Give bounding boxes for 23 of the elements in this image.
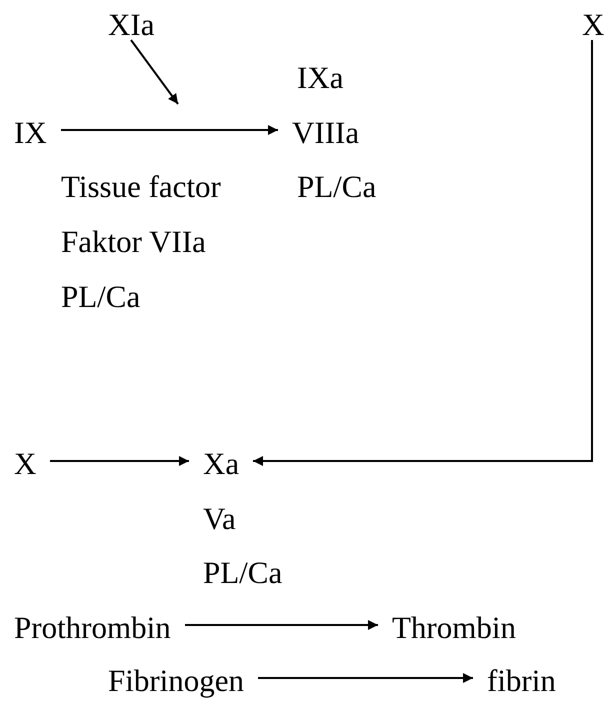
cofactor-label: Faktor VIIa xyxy=(61,226,206,257)
cofactor-label: Tissue factor xyxy=(61,171,221,202)
arrow xyxy=(50,456,189,466)
factor-label: VIIIa xyxy=(292,117,360,148)
arrow xyxy=(61,125,278,136)
cofactor-label: Va xyxy=(203,503,236,534)
arrow xyxy=(185,620,378,630)
cofactor-label: PL/Ca xyxy=(297,171,376,202)
cofactor-label: PL/Ca xyxy=(203,557,282,588)
factor-label: Prothrombin xyxy=(14,612,171,643)
arrow xyxy=(258,673,473,684)
factor-label: X xyxy=(14,448,36,479)
cofactor-label: PL/Ca xyxy=(61,281,140,312)
factor-label: Fibrinogen xyxy=(108,665,244,696)
factor-label: fibrin xyxy=(487,665,556,696)
factor-label: Xa xyxy=(203,448,240,479)
factor-label: X xyxy=(582,9,604,40)
factor-label: IX xyxy=(14,117,47,148)
factor-label: Thrombin xyxy=(392,612,516,643)
arrow xyxy=(130,39,179,105)
arrow xyxy=(253,40,593,466)
cofactor-label: IXa xyxy=(297,62,344,93)
factor-label: XIa xyxy=(108,9,154,40)
